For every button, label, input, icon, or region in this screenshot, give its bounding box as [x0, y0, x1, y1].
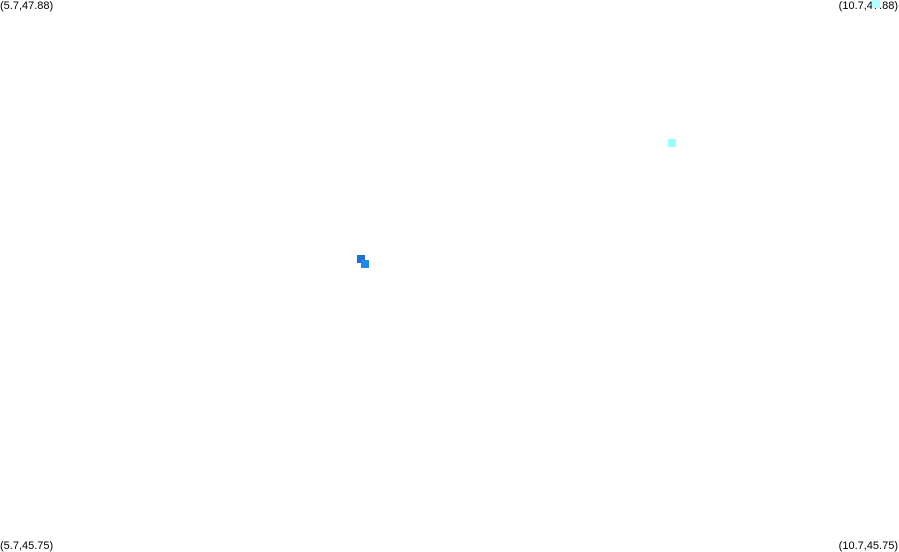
map-point-3 — [357, 255, 366, 264]
corner-label-bottom-right: (10.7,45.75) — [838, 540, 898, 552]
corner-label-top-right: (10.7,47.88) — [838, 0, 898, 12]
map-point-1 — [871, 0, 880, 8]
map-point-4 — [360, 260, 369, 269]
map-point-2 — [668, 138, 677, 147]
corner-label-top-left: (5.7,47.88) — [0, 0, 54, 12]
corner-label-bottom-left: (5.7,45.75) — [0, 540, 54, 552]
